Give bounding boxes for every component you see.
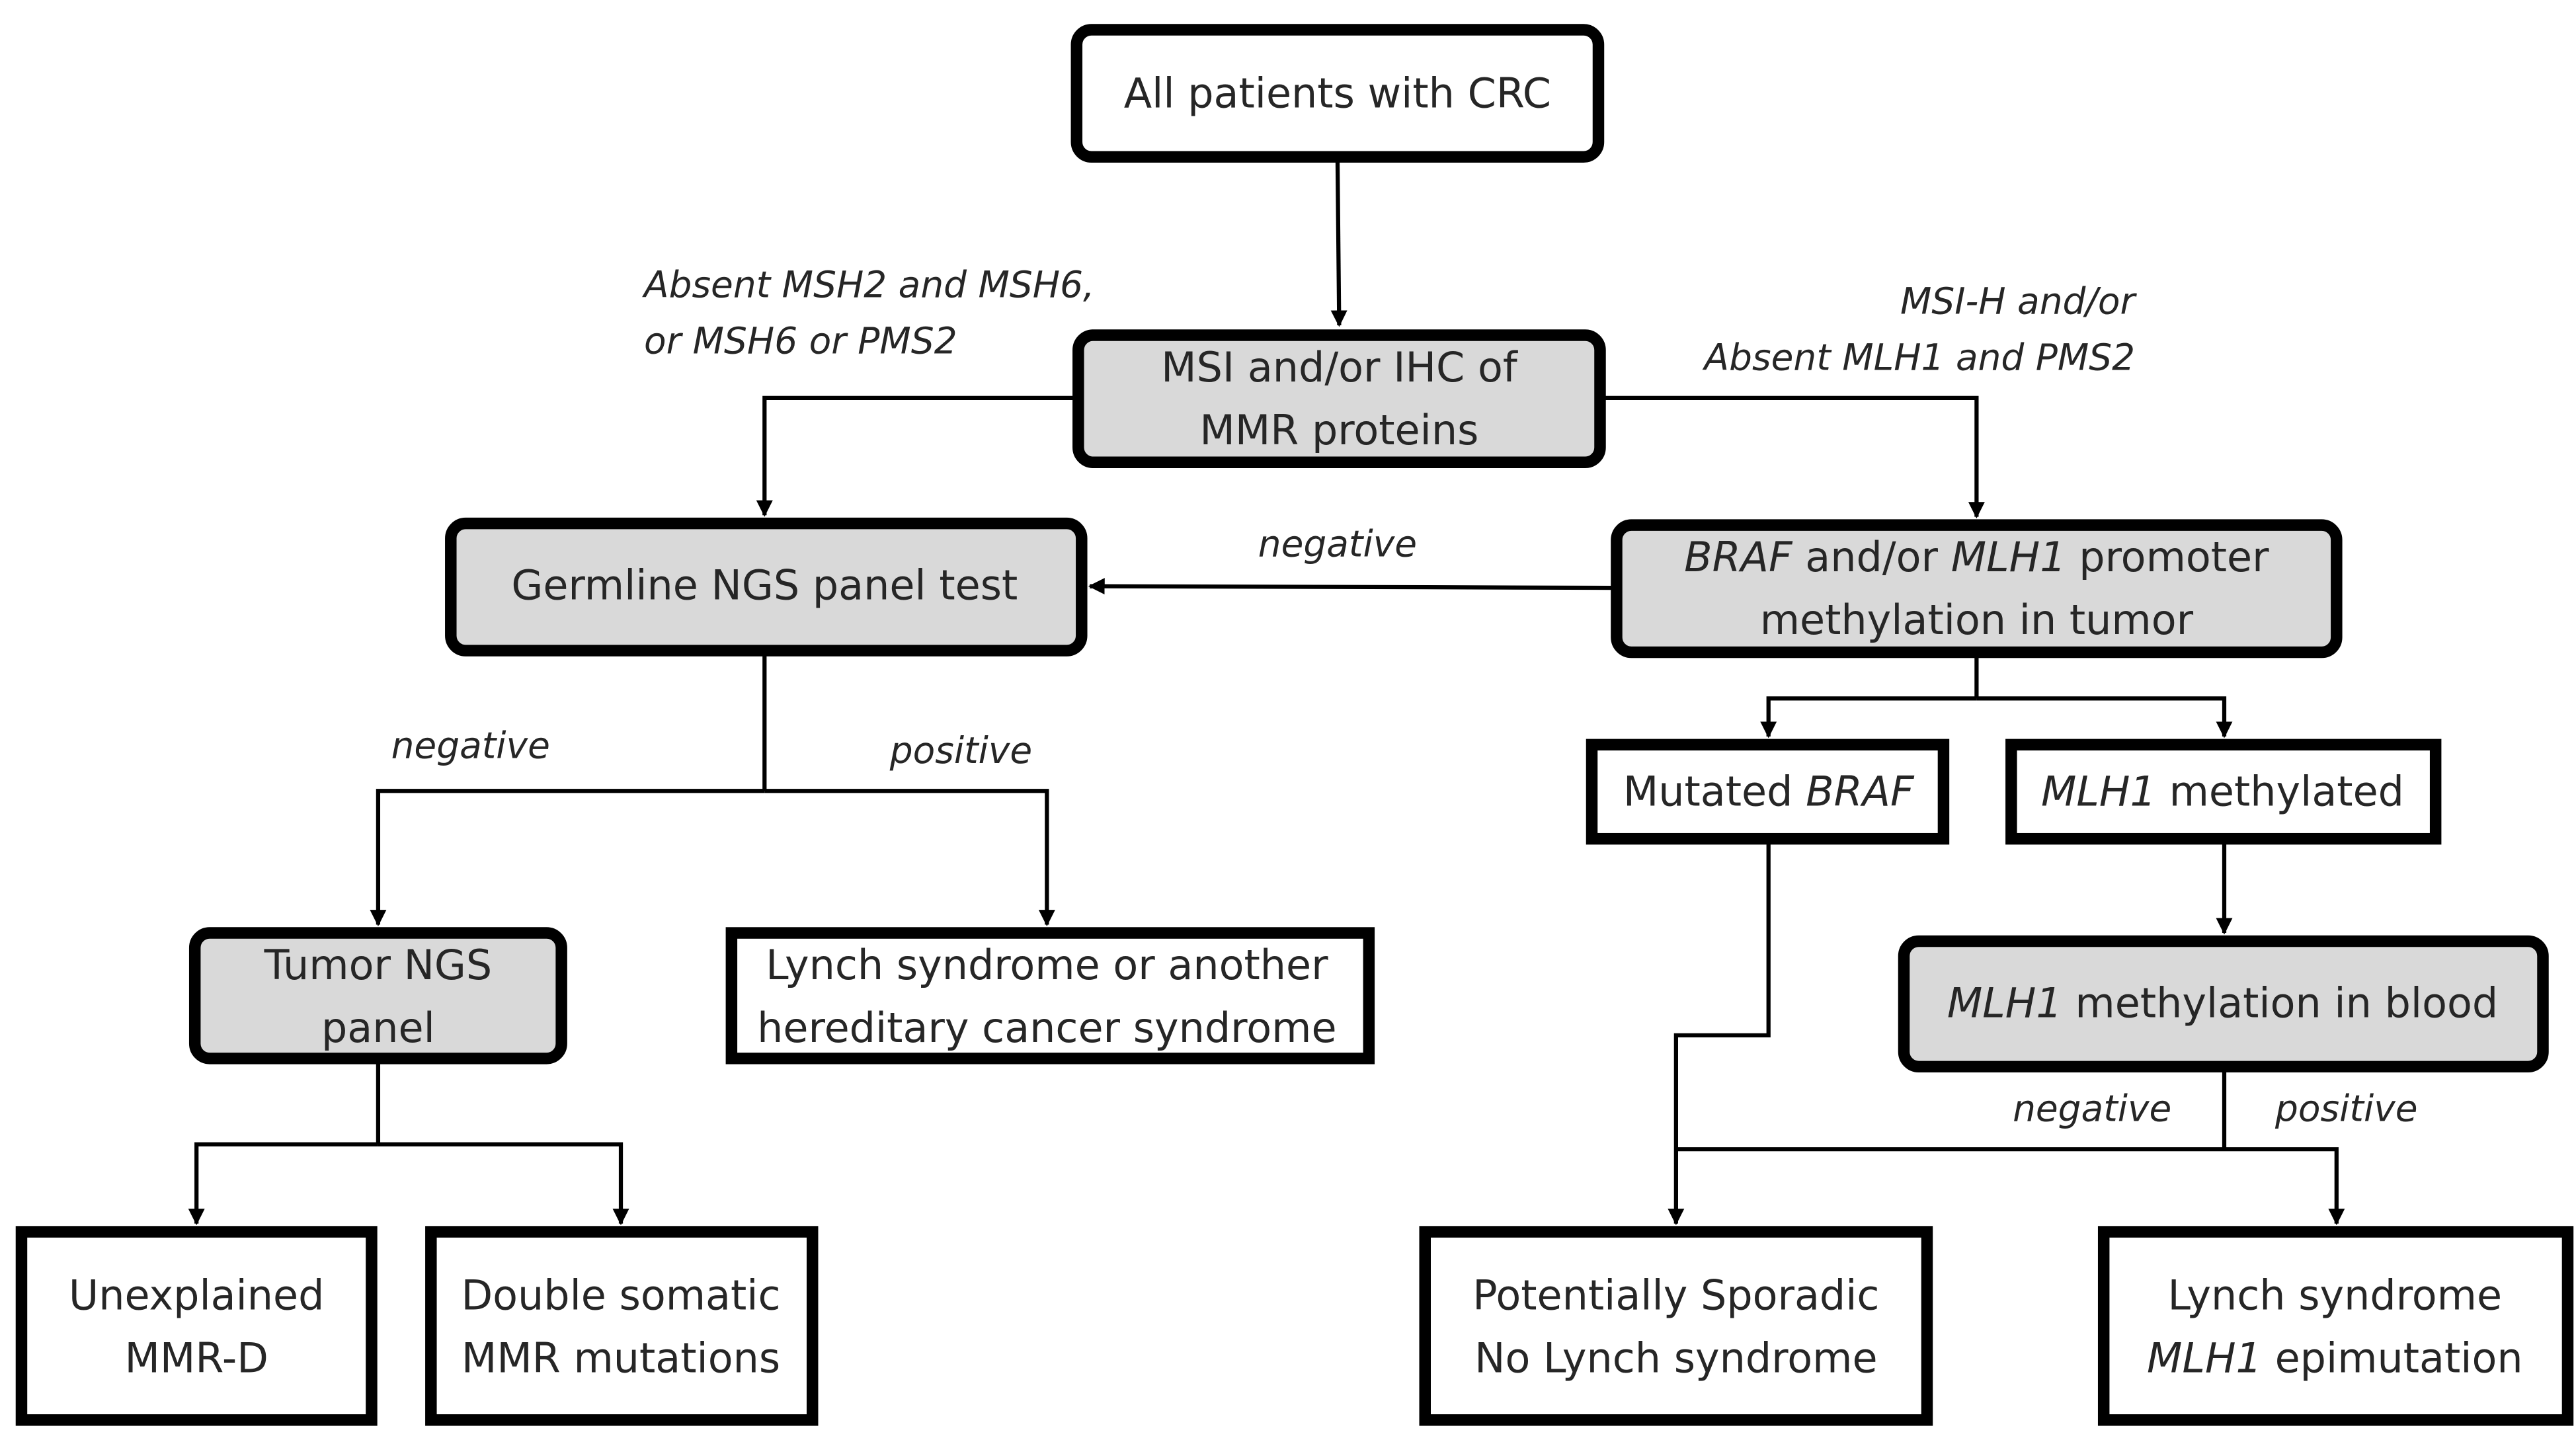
edge-braf-to-mutated <box>1760 696 1977 739</box>
node-braf-mlh1: BRAF and/or MLH1 promoter methylation in… <box>1611 519 2343 659</box>
edge-labels: Absent MSH2 and MSH6, or MSH6 or PMS2 MS… <box>391 264 2418 1130</box>
node-braf-mlh1-label-1: BRAF and/or MLH1 promoter <box>1684 534 2269 581</box>
node-epimutation: Lynch syndrome MLH1 epimutation <box>2097 1226 2574 1426</box>
edge-braf-to-germline <box>1088 578 1617 595</box>
node-sporadic-label-2: No Lynch syndrome <box>1474 1334 1877 1382</box>
edge-msi-to-germline <box>756 395 1078 517</box>
node-unexplained-label-2: MMR-D <box>124 1334 268 1382</box>
right-condition-label-1: MSI-H and/or <box>1900 280 2138 323</box>
node-unexplained-label-1: Unexplained <box>69 1271 325 1319</box>
node-mlh1-methylated-label: MLH1 methylated <box>2041 768 2404 816</box>
node-sporadic: Potentially Sporadic No Lynch syndrome <box>1419 1226 1933 1426</box>
edge-mutated-to-sporadic <box>1668 838 1771 1226</box>
node-all-patients: All patients with CRC <box>1070 24 1605 163</box>
germline-negative-label: negative <box>391 724 550 766</box>
node-germline-label: Germline NGS panel test <box>511 562 1018 610</box>
left-condition-label-1: Absent MSH2 and MSH6, <box>642 264 1095 306</box>
node-epimutation-label-2: MLH1 epimutation <box>2147 1334 2523 1382</box>
edge-germline-to-lynch <box>764 789 1055 927</box>
blood-negative-label: negative <box>2013 1088 2171 1130</box>
edge-tumor-to-unexplained <box>188 1142 378 1226</box>
node-lynch-hereditary: Lynch syndrome or another hereditary can… <box>725 927 1375 1064</box>
node-lynch-hereditary-label-2: hereditary cancer syndrome <box>757 1004 1336 1052</box>
node-tumor-ngs-label-1: Tumor NGS <box>264 942 493 989</box>
node-tumor-ngs-label-2: panel <box>321 1004 435 1052</box>
edge-blood-positive <box>2224 1147 2345 1226</box>
braf-negative-label: negative <box>1258 523 1417 565</box>
blood-positive-label: positive <box>2274 1088 2418 1130</box>
node-all-patients-label: All patients with CRC <box>1124 69 1551 117</box>
node-mlh1-blood-label: MLH1 methylation in blood <box>1947 979 2498 1027</box>
node-mlh1-blood: MLH1 methylation in blood <box>1898 935 2549 1073</box>
node-germline: Germline NGS panel test <box>445 517 1088 657</box>
node-epimutation-label-1: Lynch syndrome <box>2168 1271 2503 1319</box>
left-condition-label-2: or MSH6 or PMS2 <box>644 319 957 362</box>
node-unexplained: Unexplained MMR-D <box>15 1226 378 1426</box>
node-braf-mlh1-label-2: methylation in tumor <box>1760 596 2194 644</box>
node-double-somatic: Double somatic MMR mutations <box>425 1226 819 1426</box>
edge-braf-to-methylated <box>1976 696 2233 739</box>
node-mutated-braf: Mutated BRAF <box>1586 739 1950 845</box>
edge-tumor-to-double <box>378 1142 629 1226</box>
node-msi-ihc: MSI and/or IHC of MMR proteins <box>1072 329 1606 469</box>
connectors <box>188 158 2345 1226</box>
germline-positive-label: positive <box>889 729 1033 772</box>
node-double-somatic-label-2: MMR mutations <box>462 1334 780 1382</box>
edge-all-to-msi <box>1330 158 1348 327</box>
node-msi-ihc-label-1: MSI and/or IHC of <box>1161 344 1518 391</box>
right-condition-label-2: Absent MLH1 and PMS2 <box>1703 336 2136 378</box>
node-tumor-ngs: Tumor NGS panel <box>188 927 567 1064</box>
edge-germline-to-tumor <box>370 789 765 927</box>
node-double-somatic-label-1: Double somatic <box>461 1271 780 1319</box>
edge-msi-to-braf <box>1599 395 1985 519</box>
node-msi-ihc-label-2: MMR proteins <box>1199 407 1478 454</box>
node-mutated-braf-label: Mutated BRAF <box>1623 768 1915 816</box>
node-mlh1-methylated: MLH1 methylated <box>2005 739 2442 845</box>
node-lynch-hereditary-label-1: Lynch syndrome or another <box>766 942 1328 989</box>
node-sporadic-label-1: Potentially Sporadic <box>1472 1271 1879 1319</box>
